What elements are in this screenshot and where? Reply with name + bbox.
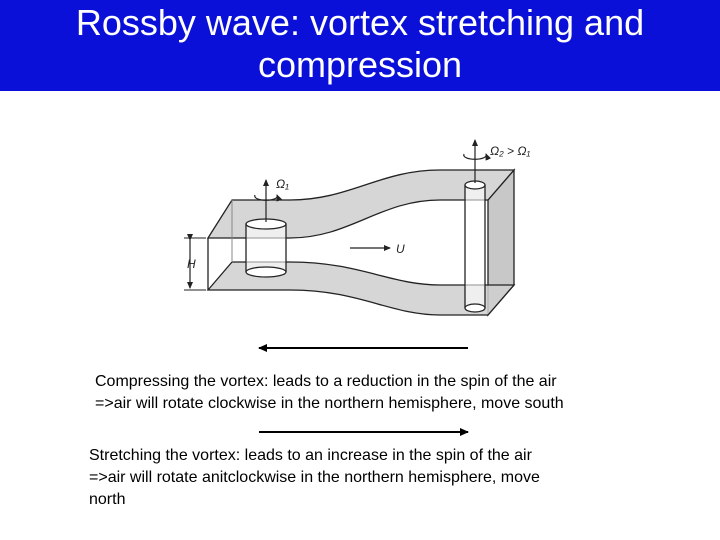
title-line-2: compression	[257, 44, 463, 85]
compression-line-2: =>air will rotate clockwise in the north…	[95, 395, 564, 412]
stretching-text: Stretching the vortex: leads to an incre…	[89, 445, 629, 511]
rotation-arrow-left	[254, 179, 283, 222]
short-vortex-column	[245, 218, 287, 278]
height-label: H	[187, 257, 196, 271]
title-line-1: Rossby wave: vortex stretching and	[75, 2, 645, 43]
omega-right-label: Ω₂ > Ω₁	[490, 144, 531, 158]
stretching-line-3: north	[89, 491, 126, 508]
stretching-line-2: =>air will rotate anitclockwise in the n…	[89, 469, 540, 486]
rotation-arrow-right	[463, 139, 492, 183]
omega-left-label: Ω₁	[276, 177, 289, 191]
height-indicator	[184, 234, 206, 291]
stretching-line-1: Stretching the vortex: leads to an incre…	[89, 447, 532, 464]
title-bar: Rossby wave: vortex stretching and compr…	[0, 0, 720, 91]
flow-label: U	[396, 242, 405, 256]
compression-line-1: Compressing the vortex: leads to a reduc…	[95, 373, 557, 390]
top-surface	[206, 169, 516, 239]
tall-vortex-column	[464, 180, 486, 313]
bottom-surface	[206, 261, 516, 316]
compression-text: Compressing the vortex: leads to a reduc…	[95, 371, 655, 415]
